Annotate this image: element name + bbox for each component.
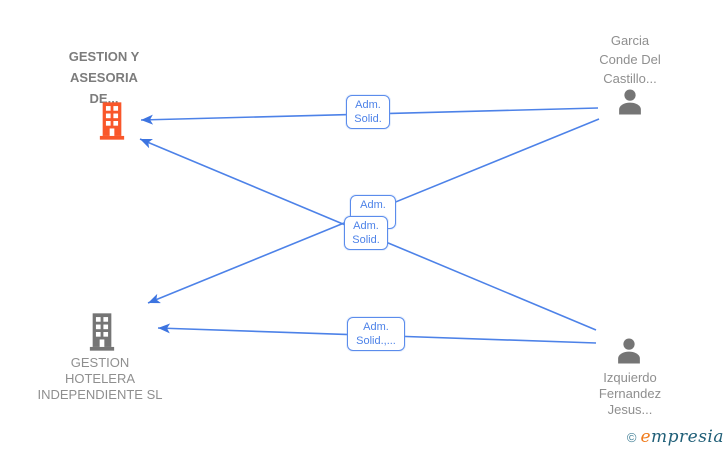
edge-label-izquierdo-to-hotelera[interactable]: Adm. Solid.,... bbox=[347, 317, 405, 351]
node-label-line: Castillo... bbox=[603, 71, 657, 86]
node-label-company-gestion-hotelera[interactable]: GESTION HOTELERA INDEPENDIENTE SL bbox=[30, 355, 170, 403]
person-icon bbox=[618, 338, 640, 364]
edge-label-line: Solid. bbox=[352, 234, 380, 246]
node-label-line: GESTION Y bbox=[68, 49, 140, 64]
edge-label-izquierdo-to-main[interactable]: Adm. Solid. bbox=[344, 216, 388, 250]
node-label-line: DE... bbox=[89, 91, 119, 106]
node-label-company-gestion-asesoria[interactable]: GESTION Y ASESORIA DE... bbox=[34, 46, 174, 109]
node-label-line: ASESORIA bbox=[70, 70, 138, 85]
node-label-line: GESTION bbox=[70, 355, 130, 370]
edge-label-line: Solid. bbox=[354, 113, 382, 125]
building-icon bbox=[99, 102, 125, 140]
node-label-line: Jesus... bbox=[607, 402, 653, 417]
node-company-gestion-hotelera[interactable] bbox=[88, 312, 116, 357]
node-label-person-izquierdo[interactable]: Izquierdo Fernandez Jesus... bbox=[560, 370, 700, 418]
brand-rest: mpresia bbox=[651, 427, 724, 447]
node-label-line: INDEPENDIENTE SL bbox=[37, 387, 163, 402]
empresia-wordmark: empresia bbox=[640, 427, 724, 447]
edge-label-line: Solid.,... bbox=[356, 335, 396, 347]
node-label-line: Fernandez bbox=[598, 386, 662, 401]
person-icon bbox=[619, 89, 641, 115]
node-company-gestion-asesoria[interactable] bbox=[98, 101, 126, 146]
edge-label-garcia-to-main[interactable]: Adm. Solid. bbox=[346, 95, 390, 129]
node-person-izquierdo[interactable] bbox=[614, 336, 644, 371]
edge-label-line: Adm. bbox=[355, 99, 381, 111]
node-label-line: Izquierdo bbox=[603, 370, 657, 385]
node-label-person-garcia[interactable]: Garcia Conde Del Castillo... bbox=[560, 31, 700, 88]
edge-label-line: Adm. bbox=[353, 220, 379, 232]
building-icon bbox=[89, 313, 115, 351]
copyright-symbol: © bbox=[626, 430, 637, 445]
empresia-logo[interactable]: © empresia bbox=[627, 427, 724, 447]
node-person-garcia[interactable] bbox=[615, 87, 645, 122]
edge-label-line: Adm. bbox=[363, 321, 389, 333]
brand-letter-e: e bbox=[640, 427, 651, 447]
edge-label-line: Adm. bbox=[360, 199, 386, 211]
node-label-line: Garcia bbox=[610, 33, 650, 48]
node-label-line: HOTELERA bbox=[64, 371, 136, 386]
node-label-line: Conde Del bbox=[599, 52, 661, 67]
